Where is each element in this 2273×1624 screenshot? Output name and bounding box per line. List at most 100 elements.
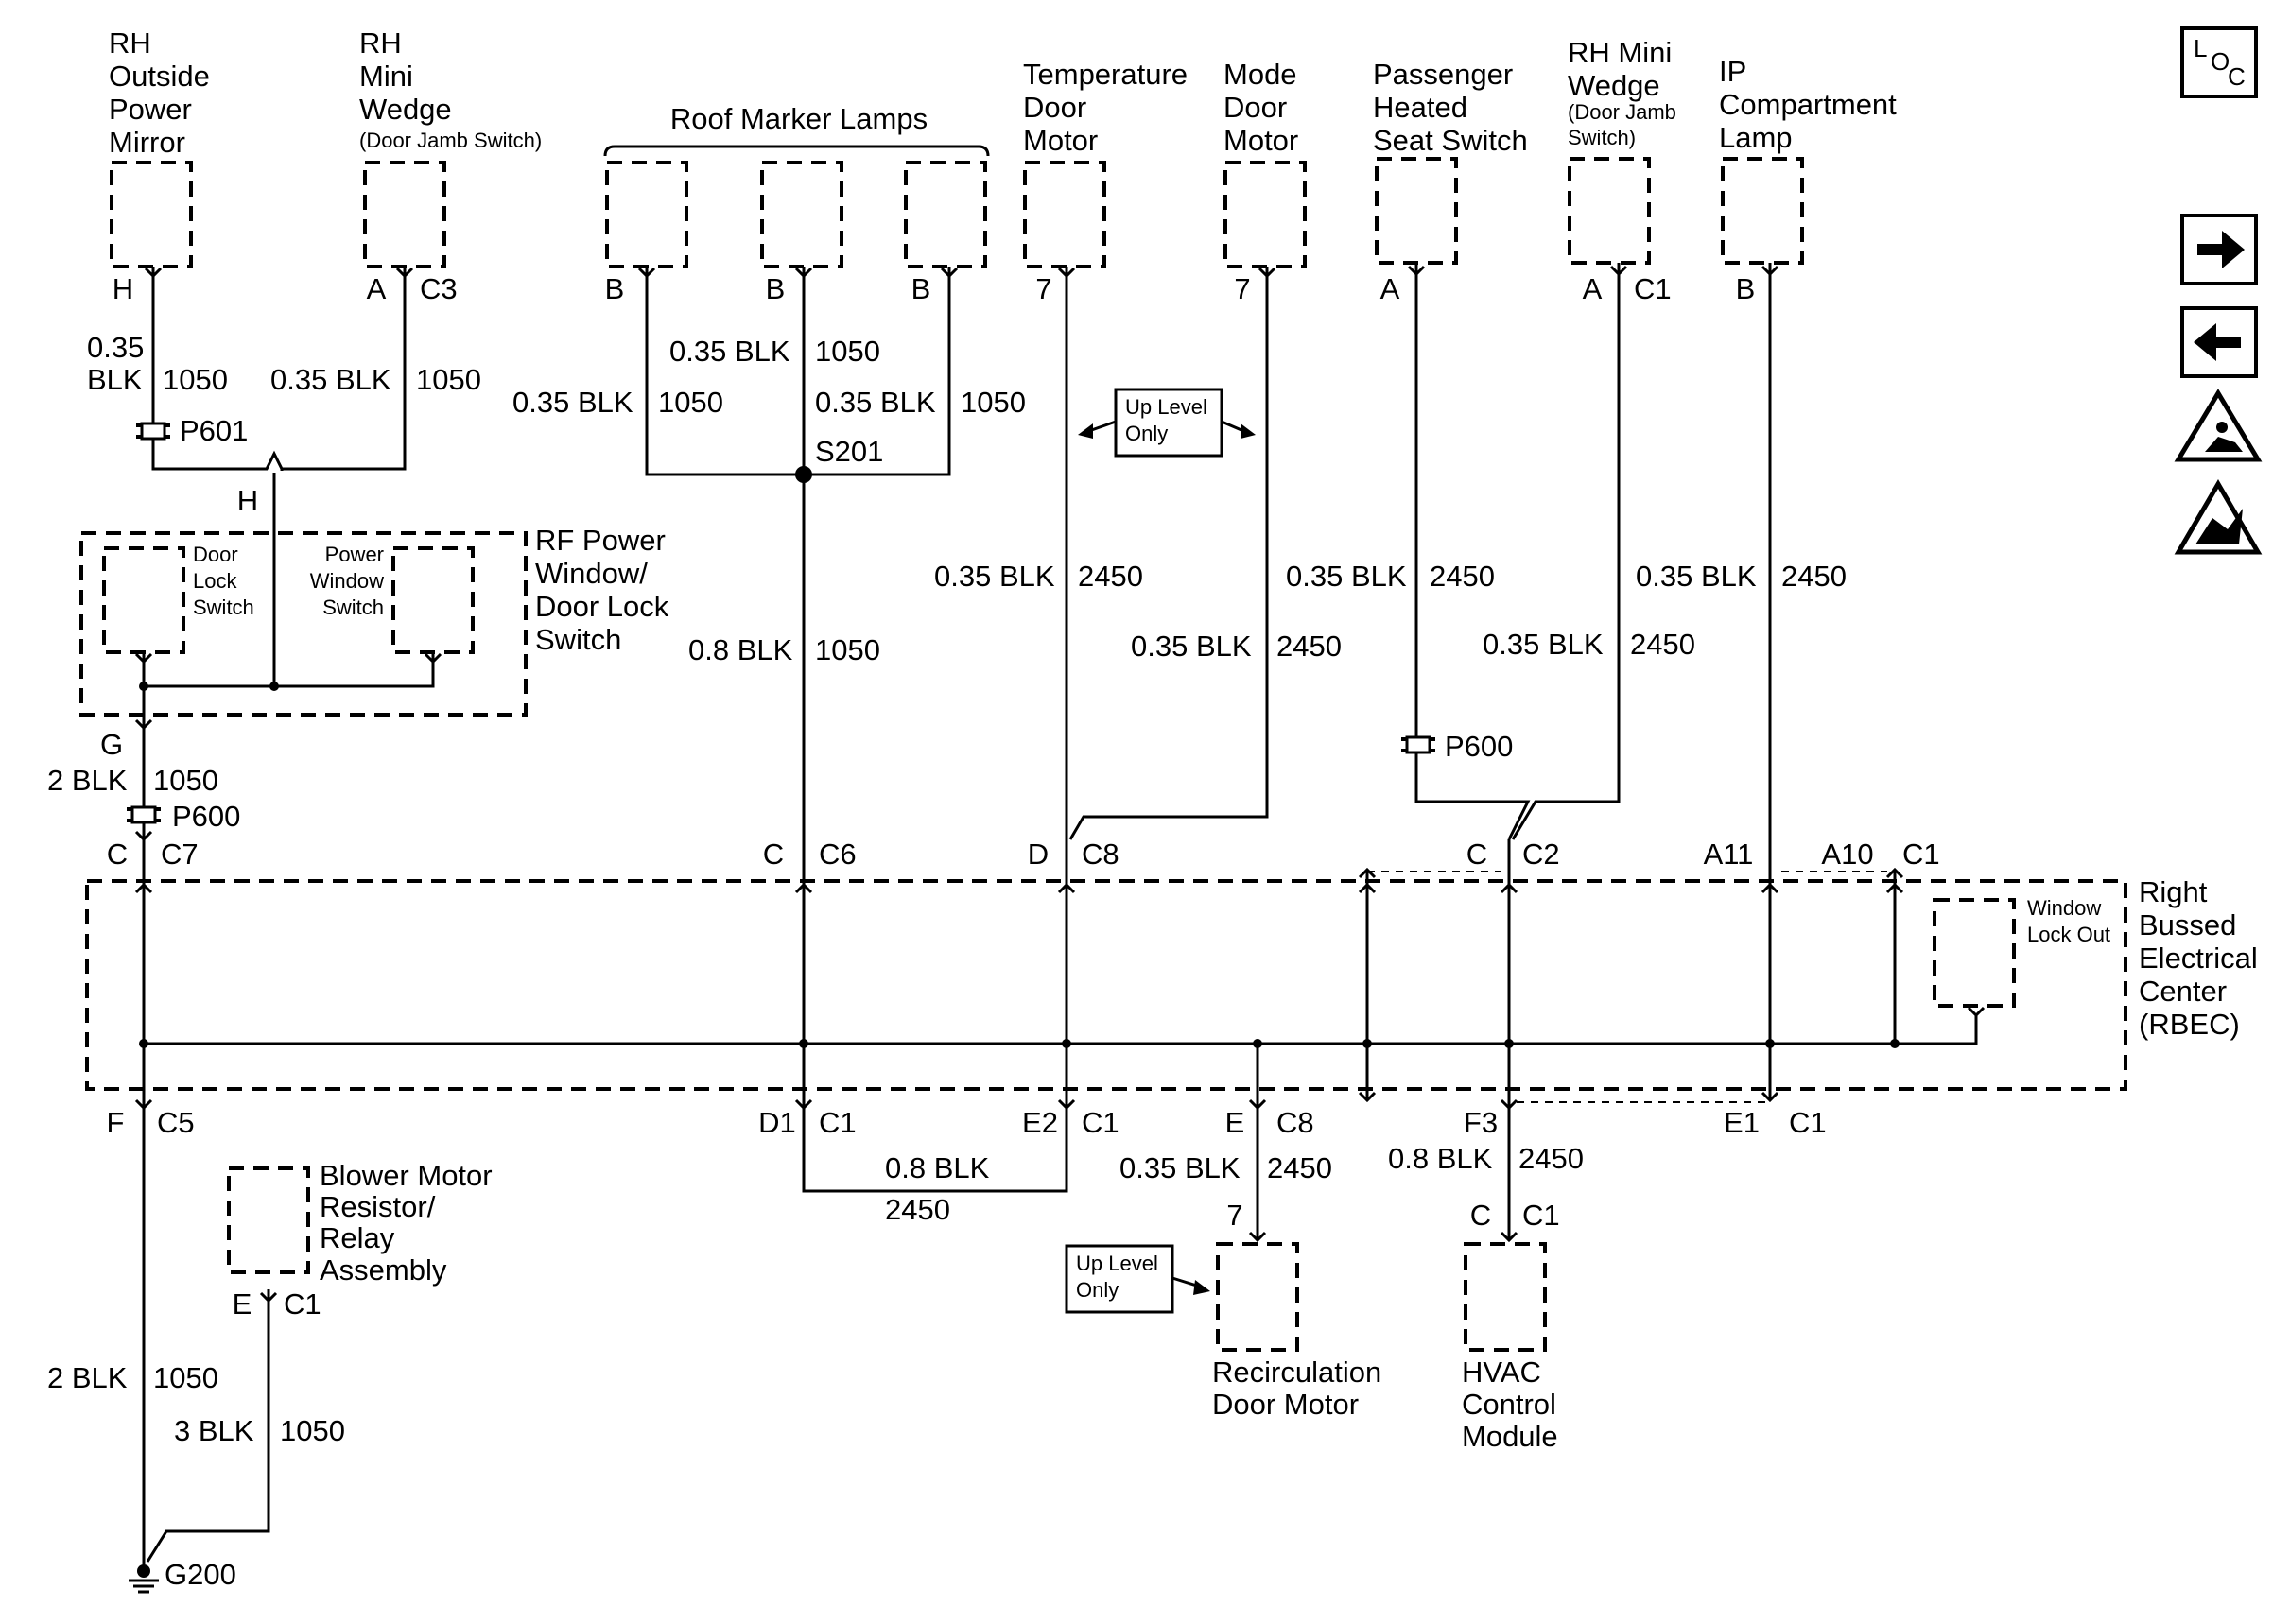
- c5-down-spec: 2 BLK: [47, 1361, 128, 1394]
- roof-left-circuit: 1050: [658, 386, 723, 419]
- hvac-wire-spec: 0.8 BLK: [1388, 1142, 1493, 1175]
- pin-wedge-right: A: [1583, 272, 1603, 305]
- blower-label-3: Relay: [320, 1221, 395, 1254]
- ground-wires: 2 BLK 1050 3 BLK 1050 G200: [47, 1108, 345, 1594]
- wedge-left-sublabel: (Door Jamb Switch): [359, 129, 542, 152]
- roof-lamp-wires: B B B 0.35 BLK 1050 0.35 BLK 1050 0.35 B…: [512, 267, 1026, 839]
- passenger-heated-seat-switch[interactable]: Passenger Heated Seat Switch: [1373, 58, 1528, 265]
- mode-label-2: Door: [1223, 91, 1287, 124]
- roof-lamp-3-box: [904, 161, 987, 268]
- c8-conn: C8: [1082, 838, 1119, 871]
- pin-seat: A: [1380, 272, 1400, 305]
- c5-pin: F: [107, 1106, 125, 1139]
- rbec-label-5: (RBEC): [2139, 1008, 2240, 1041]
- a10-conn: C1: [1902, 838, 1940, 871]
- window-lock-out-label-2: Lock Out: [2027, 923, 2110, 946]
- blower-ground-conductor: [146, 1289, 278, 1563]
- ip-compartment-lamp[interactable]: IP Compartment Lamp: [1719, 55, 1897, 265]
- hvac-wire: 0.8 BLK 2450 C C1: [1388, 1108, 1584, 1243]
- hvac-control-module[interactable]: HVAC Control Module: [1462, 1242, 1558, 1453]
- blower-wire-circuit: 1050: [280, 1414, 345, 1447]
- roof-marker-lamps[interactable]: Roof Marker Lamps: [603, 102, 990, 268]
- rf-down-circuit: 1050: [153, 764, 218, 797]
- p600-left-label: P600: [172, 800, 240, 833]
- c6-conn: C6: [819, 838, 857, 871]
- s201-label: S201: [815, 435, 883, 468]
- wedge-left-box: [363, 161, 446, 268]
- rbec-label-4: Center: [2139, 975, 2227, 1008]
- seat-wire: A 0.35 BLK 2450 P600: [1286, 263, 1531, 840]
- mirror-wire-gauge: 0.35: [87, 331, 144, 364]
- c5-down-circuit: 1050: [153, 1361, 218, 1394]
- ip-label-3: Lamp: [1719, 121, 1793, 154]
- temperature-door-motor[interactable]: Temperature Door Motor: [1023, 58, 1188, 268]
- rf-label-2: Window/: [535, 557, 648, 590]
- roof-outer-conductor: [637, 267, 959, 476]
- e1-pin: E1: [1724, 1106, 1760, 1139]
- temp-box: [1023, 161, 1106, 268]
- rh-mini-wedge-left[interactable]: RH Mini Wedge (Door Jamb Switch): [359, 26, 542, 268]
- rbec-label-1: Right: [2139, 875, 2208, 908]
- recirc-box: [1216, 1242, 1299, 1352]
- loc-icon[interactable]: L O C: [2180, 26, 2258, 98]
- a11-pin: A11: [1704, 838, 1754, 871]
- hvac-wire-circuit: 2450: [1518, 1142, 1584, 1175]
- power-window-switch-box: [391, 546, 475, 654]
- a10-pin: A10: [1821, 838, 1873, 871]
- window-lock-out-label-1: Window: [2027, 896, 2101, 920]
- recirc-wire-circuit: 2450: [1267, 1151, 1332, 1184]
- pin-rf-bottom: G: [100, 728, 123, 761]
- recirc-wire: 0.35 BLK 2450 7: [1119, 1108, 1332, 1243]
- rf-down-spec: 2 BLK: [47, 764, 128, 797]
- ip-wire-circuit: 2450: [1781, 560, 1847, 593]
- d1-e2-circuit: 2450: [885, 1193, 950, 1226]
- blower-label-4: Assembly: [320, 1253, 447, 1287]
- seat-conductor: [1407, 263, 1531, 840]
- recirc-label-1: Recirculation: [1212, 1356, 1381, 1389]
- rbec[interactable]: Right Bussed Electrical Center (RBEC) Wi…: [85, 875, 2258, 1091]
- pin-wedge-left-conn: C3: [420, 272, 458, 305]
- wedge-right-wire: A C1 0.35 BLK 2450: [1483, 263, 1695, 840]
- s201-down-spec: 0.8 BLK: [688, 633, 793, 666]
- c7-pin: C: [107, 838, 128, 871]
- mode-wire-circuit: 2450: [1276, 630, 1342, 663]
- d1-e2-spec: 0.8 BLK: [885, 1151, 990, 1184]
- pin-mode: 7: [1234, 272, 1250, 305]
- rh-outside-power-mirror[interactable]: RH Outside Power Mirror: [109, 26, 210, 268]
- ip-label-2: Compartment: [1719, 88, 1897, 121]
- pin-roof-1: B: [605, 272, 625, 305]
- mirror-box: [110, 161, 193, 268]
- blower-label-1: Blower Motor: [320, 1159, 493, 1192]
- mode-box: [1223, 161, 1307, 268]
- roof-marker-bracket: [603, 145, 990, 157]
- door-lock-switch-box: [102, 546, 185, 654]
- recirculation-door-motor[interactable]: Recirculation Door Motor: [1212, 1242, 1381, 1421]
- mode-door-motor[interactable]: Mode Door Motor: [1223, 58, 1307, 268]
- rf-bus: [134, 652, 442, 688]
- rf-g-out: [134, 686, 153, 731]
- e2-pin: E2: [1022, 1106, 1058, 1139]
- temp-wire-circuit: 2450: [1078, 560, 1143, 593]
- arrow-right-icon[interactable]: [2180, 214, 2258, 285]
- ec8-conn: C8: [1276, 1106, 1314, 1139]
- arrow-left-icon[interactable]: [2180, 306, 2258, 378]
- blower-box: [227, 1166, 310, 1274]
- wedge-right-conductor: [1511, 263, 1628, 840]
- ec8-pin: E: [1225, 1106, 1245, 1139]
- rf-label-4: Switch: [535, 623, 621, 656]
- wedge-left-label-2: Mini: [359, 60, 413, 93]
- hvac-label-3: Module: [1462, 1420, 1558, 1453]
- loc-l: L: [2194, 34, 2207, 62]
- mode-wire-spec: 0.35 BLK: [1131, 630, 1252, 663]
- roof-lamp-2-box: [760, 161, 843, 268]
- rh-mini-wedge-right[interactable]: RH Mini Wedge (Door Jamb Switch): [1568, 36, 1676, 265]
- power-window-label-2: Window: [310, 569, 384, 593]
- rbec-bottom-connectors: F C5 D1 C1 E2 C1 E C8 F3 E1 C1: [107, 1106, 1827, 1139]
- blower-motor-resistor-relay[interactable]: Blower Motor Resistor/ Relay Assembly E …: [227, 1159, 493, 1321]
- mirror-label-1: RH: [109, 26, 151, 60]
- d1-pin: D1: [758, 1106, 796, 1139]
- seat-wire-spec: 0.35 BLK: [1286, 560, 1407, 593]
- ip-wire-spec: 0.35 BLK: [1636, 560, 1757, 593]
- rf-outer-box: [79, 531, 528, 717]
- loc-c: C: [2228, 62, 2246, 91]
